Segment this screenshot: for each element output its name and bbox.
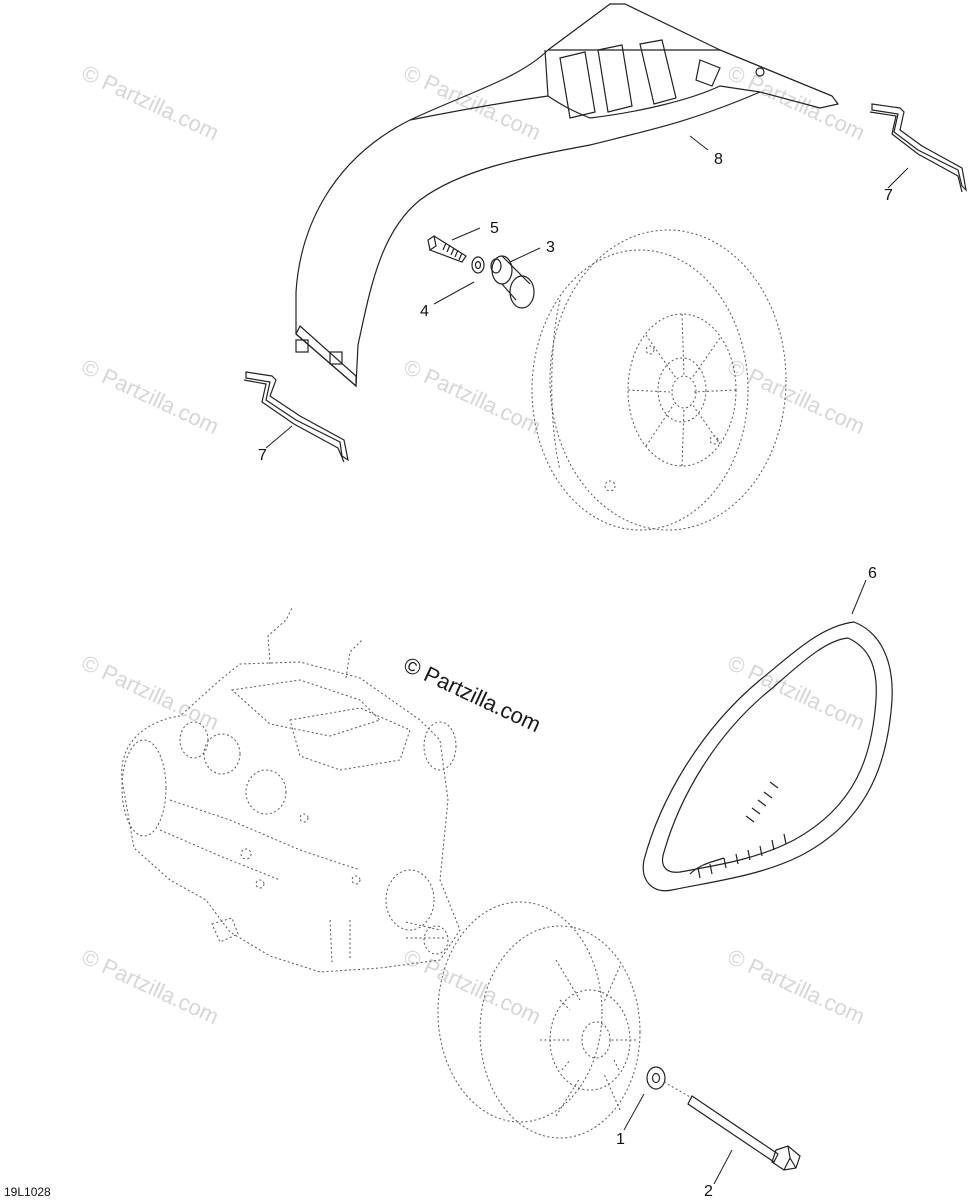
watermark: © Partzilla.com (724, 944, 869, 1029)
leader-4 (433, 281, 475, 305)
driven-pulley-reference (531, 229, 787, 531)
callout-1[interactable]: 1 (616, 1131, 625, 1148)
watermark: © Partzilla.com (78, 60, 223, 145)
watermark: © Partzilla.com (78, 354, 223, 439)
washer-part-4[interactable] (471, 256, 485, 274)
rubber-strip-part-7-left[interactable] (243, 371, 349, 463)
watermark: © Partzilla.com (400, 354, 545, 439)
bolt-part-2[interactable] (687, 1095, 801, 1171)
watermark-layer: © Partzilla.com © Partzilla.com © Partzi… (78, 60, 869, 1029)
callout-8[interactable]: 8 (714, 151, 723, 168)
watermark: © Partzilla.com (400, 944, 545, 1029)
leader-3 (509, 247, 541, 263)
callout-6[interactable]: 6 (868, 565, 877, 582)
engine-reference (121, 607, 461, 973)
callout-7-right[interactable]: 7 (884, 187, 893, 204)
drawing-code: 19L1028 (4, 1185, 51, 1199)
center-watermark: © Partzilla.com (400, 652, 545, 737)
leader-lines (265, 135, 909, 1185)
watermark: © Partzilla.com (400, 60, 545, 145)
watermark: © Partzilla.com (78, 650, 223, 735)
screw-part-5[interactable] (427, 235, 467, 263)
callout-labels: 8 7 5 3 4 7 6 1 2 (258, 151, 893, 1200)
leader-7-left (265, 425, 293, 449)
washer-part-1[interactable] (646, 1066, 693, 1099)
callout-2[interactable]: 2 (704, 1183, 713, 1200)
watermark: © Partzilla.com (724, 354, 869, 439)
leader-7-right (887, 167, 909, 189)
rubber-strip-part-7-right[interactable] (869, 103, 967, 193)
belt-guard-part-8[interactable] (295, 3, 840, 388)
callout-4[interactable]: 4 (420, 303, 429, 320)
drive-pulley-reference (437, 901, 641, 1139)
watermark: © Partzilla.com (724, 60, 869, 145)
spacer-part-3[interactable] (490, 255, 535, 309)
callout-3[interactable]: 3 (546, 239, 555, 256)
callout-7-left[interactable]: 7 (258, 447, 267, 464)
callout-5[interactable]: 5 (490, 220, 499, 237)
leader-8 (689, 135, 709, 151)
leader-5 (451, 227, 481, 241)
leader-2 (713, 1149, 733, 1185)
drive-belt-part-6[interactable] (642, 621, 893, 892)
leader-1 (623, 1093, 645, 1131)
leader-6 (851, 579, 867, 615)
watermark: © Partzilla.com (78, 944, 223, 1029)
